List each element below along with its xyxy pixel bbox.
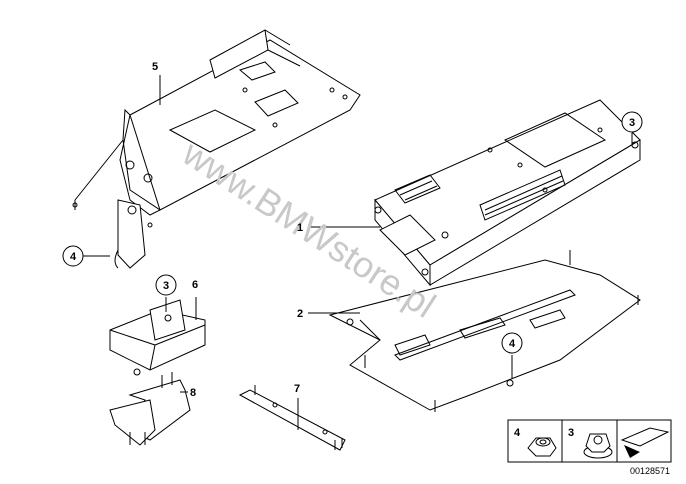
svg-text:3: 3 — [163, 280, 169, 292]
callout-3-unit: 3 — [621, 111, 643, 133]
strip-part-7 — [238, 385, 346, 451]
part-label-1: 1 — [297, 222, 303, 234]
callout-4-plate: 4 — [501, 332, 523, 354]
bracket-part-5 — [72, 29, 361, 269]
callout-3-module: 3 — [155, 274, 177, 296]
leader-lines — [83, 75, 633, 430]
svg-text:4: 4 — [509, 338, 516, 350]
legend-label-4: 4 — [514, 427, 521, 439]
part-label-2: 2 — [297, 308, 303, 320]
part-label-6: 6 — [192, 279, 198, 291]
part-label-5: 5 — [152, 61, 158, 73]
diagram-number: 00128571 — [630, 466, 670, 476]
callout-4-bracket: 4 — [62, 245, 84, 267]
svg-text:3: 3 — [629, 117, 635, 129]
hex-nut-icon — [527, 437, 557, 457]
direction-arrow-icon — [620, 427, 670, 458]
part-label-8: 8 — [190, 387, 196, 399]
flange-nut-icon — [583, 433, 613, 459]
legend-label-3: 3 — [568, 427, 574, 439]
control-unit-part-1 — [374, 99, 641, 287]
part-label-7: 7 — [294, 383, 300, 395]
support-plate-part-2 — [328, 250, 641, 412]
bracket-part-8 — [109, 372, 191, 446]
svg-text:4: 4 — [70, 251, 77, 263]
fastener-legend: 4 3 — [507, 419, 672, 463]
module-part-6 — [109, 299, 206, 376]
